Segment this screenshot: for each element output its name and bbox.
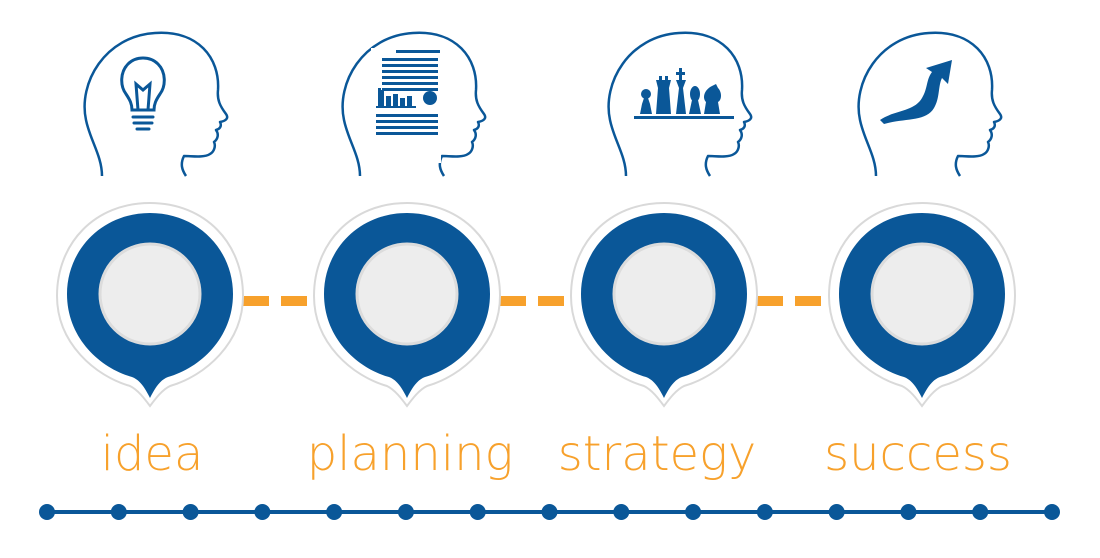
timeline-dot — [685, 504, 702, 520]
timeline-dot — [1044, 504, 1060, 520]
timeline-dot — [254, 504, 271, 520]
step-label-success: success — [824, 426, 1012, 482]
document-head-icon — [341, 31, 487, 178]
timeline-dot — [326, 504, 343, 520]
rising-arrow-head-icon — [857, 31, 1003, 178]
step-strategy — [569, 31, 759, 408]
timeline-dot — [613, 504, 630, 520]
timeline-dot — [972, 504, 989, 520]
step-label-strategy: strategy — [558, 426, 757, 482]
timeline-dot — [39, 504, 55, 520]
timeline-dot — [900, 504, 917, 520]
timeline-dot — [182, 504, 199, 520]
timeline-dot — [756, 504, 773, 520]
timeline-dot — [110, 504, 127, 520]
connector-3 — [757, 296, 821, 306]
step-label-idea: idea — [101, 426, 204, 482]
timeline-dot — [469, 504, 486, 520]
step-success — [827, 31, 1017, 408]
timeline-dot — [828, 504, 845, 520]
timeline-dot — [541, 504, 558, 520]
timeline-dot — [397, 504, 414, 520]
pin-marker-idea — [55, 201, 245, 408]
timeline — [39, 504, 1060, 520]
pin-marker-strategy — [569, 201, 759, 408]
step-label-planning: planning — [307, 426, 514, 482]
connector-2 — [500, 296, 564, 306]
pin-marker-planning — [312, 201, 502, 408]
lightbulb-head-icon — [83, 31, 229, 178]
pin-marker-success — [827, 201, 1017, 408]
connector-1 — [243, 296, 307, 306]
step-planning — [312, 31, 502, 408]
chess-head-icon — [607, 31, 753, 178]
step-idea — [55, 31, 245, 408]
